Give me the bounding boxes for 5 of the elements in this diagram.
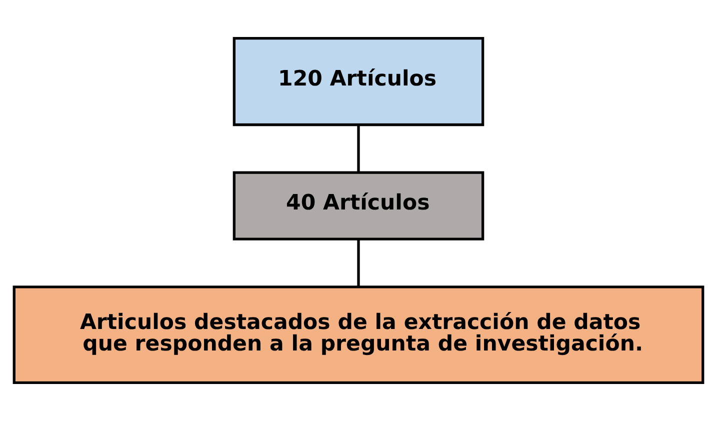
connector: [357, 125, 360, 172]
node-box: Articulos destacados de la extracción de datos que responden a la pregunta de investigación.: [12, 286, 704, 384]
node-box: 40 Artículos: [232, 171, 484, 240]
node-box: 120 Artículos: [232, 37, 484, 126]
connector: [357, 240, 360, 287]
